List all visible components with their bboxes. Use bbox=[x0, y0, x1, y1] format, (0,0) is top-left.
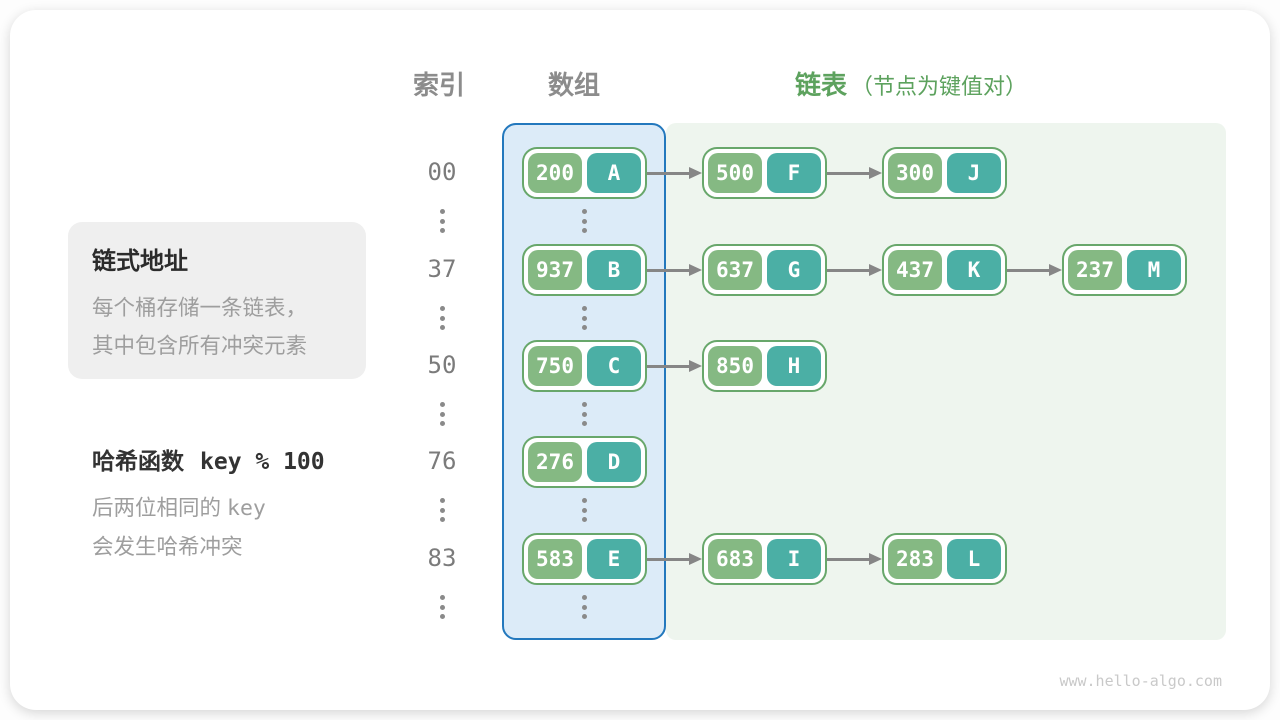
hash-function-title: 哈希函数 key % 100 bbox=[92, 442, 325, 476]
chaining-note-line1: 每个桶存储一条链表， bbox=[92, 296, 308, 320]
index-column-header: 索引 bbox=[413, 70, 466, 100]
kv-node: 750 C bbox=[522, 340, 647, 392]
bucket-row: 937 B 637 G 437 K 237 M bbox=[522, 244, 1187, 296]
node-value: G bbox=[767, 250, 821, 290]
kv-node: 937 B bbox=[522, 244, 647, 296]
ellipsis-vertical bbox=[581, 306, 587, 330]
node-key: 583 bbox=[528, 539, 582, 579]
ellipsis-vertical bbox=[581, 402, 587, 426]
arrow-icon bbox=[647, 147, 702, 199]
chaining-note-line2: 其中包含所有冲突元素 bbox=[92, 334, 308, 358]
array-column-header: 数组 bbox=[548, 70, 601, 100]
hash-function-note: 哈希函数 key % 100 后两位相同的 key 会发生哈希冲突 bbox=[92, 442, 325, 566]
node-value: L bbox=[947, 539, 1001, 579]
ellipsis-vertical bbox=[439, 498, 445, 522]
ellipsis-vertical bbox=[439, 402, 445, 426]
ellipsis-vertical bbox=[439, 209, 445, 233]
linked-list-header-note: （节点为键值对） bbox=[851, 74, 1028, 99]
node-key: 276 bbox=[528, 442, 582, 482]
node-value: B bbox=[587, 250, 641, 290]
node-value: F bbox=[767, 153, 821, 193]
chaining-note-box: 链式地址 每个桶存储一条链表， 其中包含所有冲突元素 bbox=[68, 222, 366, 379]
index-label: 50 bbox=[427, 351, 457, 379]
node-key: 850 bbox=[708, 346, 762, 386]
kv-node: 850 H bbox=[702, 340, 827, 392]
chaining-note-body: 每个桶存储一条链表， 其中包含所有冲突元素 bbox=[92, 289, 342, 365]
bucket-row: 200 A 500 F 300 J bbox=[522, 147, 1007, 199]
node-key: 237 bbox=[1068, 250, 1122, 290]
node-key: 500 bbox=[708, 153, 762, 193]
node-value: M bbox=[1127, 250, 1181, 290]
ellipsis-vertical bbox=[439, 595, 445, 619]
kv-node: 583 E bbox=[522, 533, 647, 585]
node-value: E bbox=[587, 539, 641, 579]
bucket-row: 276 D bbox=[522, 436, 647, 488]
linked-list-header-label: 链表 bbox=[795, 70, 848, 100]
arrow-icon bbox=[827, 533, 882, 585]
linked-list-header: 链表 （节点为键值对） bbox=[795, 65, 1027, 102]
arrow-icon bbox=[827, 244, 882, 296]
index-label: 76 bbox=[427, 447, 457, 475]
arrow-icon bbox=[647, 340, 702, 392]
node-value: H bbox=[767, 346, 821, 386]
arrow-icon bbox=[1007, 244, 1062, 296]
node-value: J bbox=[947, 153, 1001, 193]
ellipsis-vertical bbox=[439, 306, 445, 330]
chaining-note-title: 链式地址 bbox=[92, 248, 188, 275]
kv-node: 437 K bbox=[882, 244, 1007, 296]
hash-function-formula: key % 100 bbox=[200, 449, 325, 475]
node-key: 683 bbox=[708, 539, 762, 579]
node-value: C bbox=[587, 346, 641, 386]
node-value: A bbox=[587, 153, 641, 193]
node-value: D bbox=[587, 442, 641, 482]
node-key: 200 bbox=[528, 153, 582, 193]
arrow-icon bbox=[647, 533, 702, 585]
hash-note-line2: 会发生哈希冲突 bbox=[92, 535, 243, 559]
node-key: 937 bbox=[528, 250, 582, 290]
arrow-icon bbox=[647, 244, 702, 296]
hash-function-label: 哈希函数 bbox=[92, 448, 184, 474]
node-key: 283 bbox=[888, 539, 942, 579]
node-key: 750 bbox=[528, 346, 582, 386]
index-label: 37 bbox=[427, 255, 457, 283]
node-key: 300 bbox=[888, 153, 942, 193]
kv-node: 300 J bbox=[882, 147, 1007, 199]
node-key: 437 bbox=[888, 250, 942, 290]
bucket-row: 583 E 683 I 283 L bbox=[522, 533, 1007, 585]
kv-node: 283 L bbox=[882, 533, 1007, 585]
kv-node: 500 F bbox=[702, 147, 827, 199]
node-value: K bbox=[947, 250, 1001, 290]
site-watermark: www.hello-algo.com bbox=[1059, 672, 1222, 690]
card: 索引 数组 链表 （节点为键值对） 00 37 50 76 83 200 bbox=[10, 10, 1270, 710]
ellipsis-vertical bbox=[581, 595, 587, 619]
kv-node: 200 A bbox=[522, 147, 647, 199]
hash-function-body: 后两位相同的 key 会发生哈希冲突 bbox=[92, 489, 325, 566]
index-label: 83 bbox=[427, 544, 457, 572]
node-key: 637 bbox=[708, 250, 762, 290]
ellipsis-vertical bbox=[581, 498, 587, 522]
index-label: 00 bbox=[427, 158, 457, 186]
kv-node: 637 G bbox=[702, 244, 827, 296]
kv-node: 276 D bbox=[522, 436, 647, 488]
arrow-icon bbox=[827, 147, 882, 199]
kv-node: 237 M bbox=[1062, 244, 1187, 296]
kv-node: 683 I bbox=[702, 533, 827, 585]
node-value: I bbox=[767, 539, 821, 579]
bucket-row: 750 C 850 H bbox=[522, 340, 827, 392]
hash-note-line1: 后两位相同的 key bbox=[92, 496, 266, 521]
ellipsis-vertical bbox=[581, 209, 587, 233]
